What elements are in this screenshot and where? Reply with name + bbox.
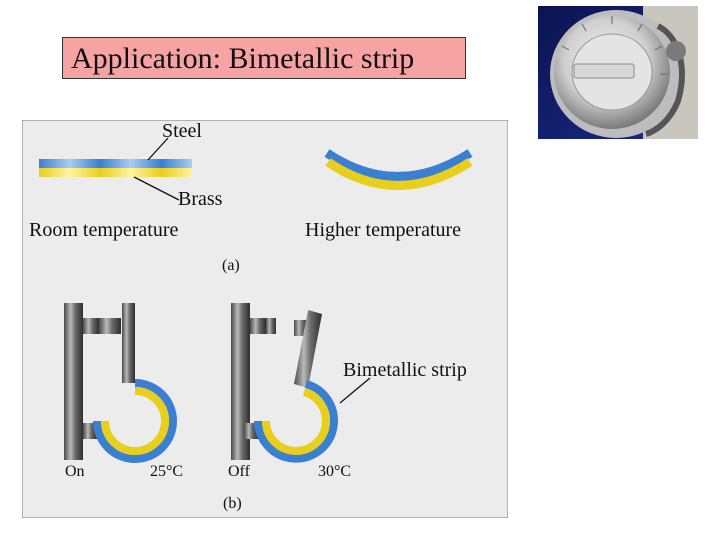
part-b-label: (b) — [223, 495, 242, 513]
slide-title-box: Application: Bimetallic strip — [62, 37, 466, 79]
brass-label: Brass — [178, 188, 222, 211]
temp-off-label: 30°C — [318, 463, 351, 481]
thermostat-photo — [538, 6, 698, 139]
bimetallic-diagram: Steel Brass Room temperature Higher temp… — [22, 120, 508, 518]
higher-temperature-label: Higher temperature — [305, 219, 461, 242]
straight-strip — [39, 159, 192, 177]
temp-on-label: 25°C — [150, 463, 183, 481]
part-a-label: (a) — [222, 257, 240, 275]
slide-title: Application: Bimetallic strip — [71, 42, 414, 76]
off-label: Off — [228, 463, 250, 481]
on-label: On — [65, 463, 85, 481]
bimetallic-strip-label: Bimetallic strip — [343, 359, 467, 382]
steel-label: Steel — [162, 120, 202, 143]
room-temperature-label: Room temperature — [29, 219, 178, 242]
